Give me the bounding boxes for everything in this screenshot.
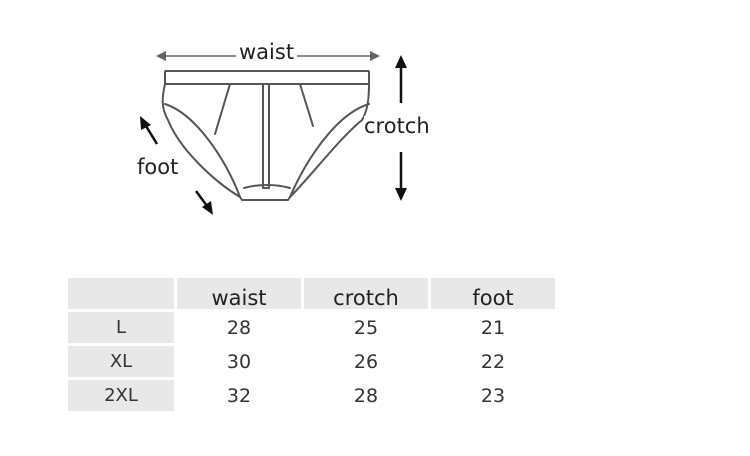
waist-value: 28 xyxy=(177,312,301,343)
size-cell: L xyxy=(68,312,174,343)
header-cell-waist: waist xyxy=(177,278,301,309)
foot-label: foot xyxy=(137,155,179,179)
foot-value: 23 xyxy=(431,380,555,411)
waist-arrow-right xyxy=(370,51,380,61)
pouch-seam-right xyxy=(299,83,314,127)
size-table: waist crotch foot L 28 25 21 XL 30 26 22… xyxy=(68,278,558,414)
table-row: L 28 25 21 xyxy=(68,312,558,343)
size-cell: XL xyxy=(68,346,174,377)
waist-label: waist xyxy=(236,42,298,63)
header-cell-foot: foot xyxy=(431,278,555,309)
header-cell-crotch: crotch xyxy=(304,278,428,309)
waist-value: 30 xyxy=(177,346,301,377)
briefs-outline xyxy=(161,70,370,201)
size-cell: 2XL xyxy=(68,380,174,411)
crotch-value: 28 xyxy=(304,380,428,411)
briefs-measurement-diagram xyxy=(140,51,407,215)
pouch-seam-left xyxy=(214,83,231,135)
waist-value: 32 xyxy=(177,380,301,411)
foot-value: 21 xyxy=(431,312,555,343)
gusset-seam xyxy=(243,184,291,189)
foot-dimension xyxy=(140,116,213,215)
crotch-arrow-up xyxy=(395,55,407,68)
center-fly xyxy=(262,83,270,189)
crotch-arrow-down xyxy=(395,188,407,201)
crotch-dimension xyxy=(395,55,407,201)
crotch-value: 26 xyxy=(304,346,428,377)
crotch-label: crotch xyxy=(364,114,430,138)
waist-arrow-left xyxy=(156,51,166,61)
header-cell-blank xyxy=(68,278,174,309)
waistband xyxy=(164,70,370,85)
briefs-body xyxy=(161,83,370,201)
table-row: 2XL 32 28 23 xyxy=(68,380,558,411)
foot-arrow-down xyxy=(202,201,213,215)
table-header-row: waist crotch foot xyxy=(68,278,558,309)
foot-arrow-up xyxy=(140,116,151,130)
leg-opening-right xyxy=(289,103,370,198)
table-row: XL 30 26 22 xyxy=(68,346,558,377)
foot-value: 22 xyxy=(431,346,555,377)
crotch-value: 25 xyxy=(304,312,428,343)
leg-opening-left xyxy=(164,103,241,198)
